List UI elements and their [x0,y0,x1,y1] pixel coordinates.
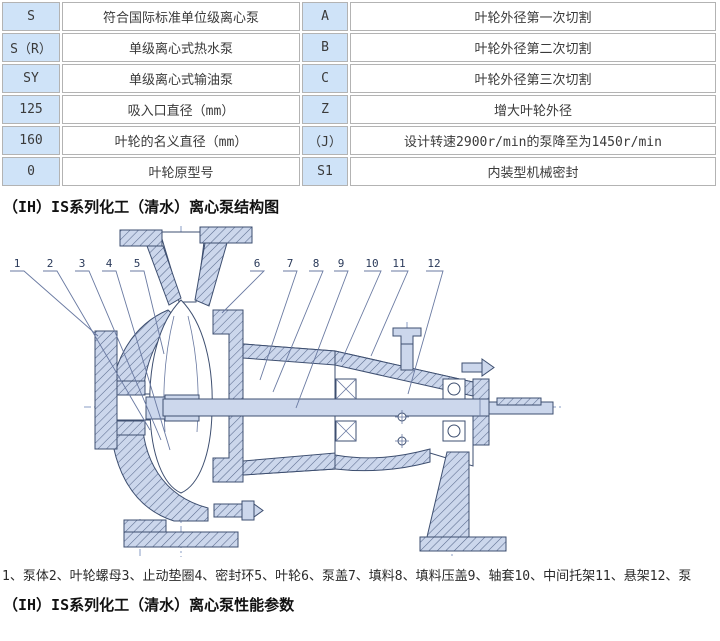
desc-cell: 叶轮外径第一次切割 [350,2,716,31]
pump-foot [123,519,239,548]
part-number-6: 6 [254,257,261,270]
desc-cell: 内装型机械密封 [350,157,716,186]
part-number-9: 9 [338,257,345,270]
parts-list-caption: 1、泵体2、叶轮螺母3、止动垫圈4、密封环5、叶轮6、泵盖7、填料8、填料压盖9… [2,569,692,584]
desc-cell: 叶轮原型号 [62,157,300,186]
leader-lines [10,270,444,451]
part-number-1: 1 [14,257,21,270]
desc-cell: 设计转速2900r/min的泵降至为1450r/min [350,126,716,155]
part-number-12: 12 [427,257,440,270]
desc-cell: 叶轮外径第三次切割 [350,64,716,93]
code-cell: SY [2,64,60,93]
part-number-2: 2 [47,257,54,270]
shaft-key [496,397,542,406]
code-cell: S1 [302,157,348,186]
part-number-10: 10 [365,257,378,270]
discharge-flange [119,226,253,307]
part-number-3: 3 [79,257,86,270]
structure-diagram-heading: （IH）IS系列化工（清水）离心泵结构图 [3,198,280,216]
part-number-5: 5 [134,257,141,270]
desc-cell: 叶轮的名义直径（mm） [62,126,300,155]
code-cell: 125 [2,95,60,124]
desc-cell: 单级离心式输油泵 [62,64,300,93]
code-cell: （J） [302,126,348,155]
part-number-8: 8 [313,257,320,270]
code-cell: B [302,33,348,62]
desc-cell: 吸入口直径（mm） [62,95,300,124]
part-number-11: 11 [392,257,405,270]
desc-cell: 叶轮外径第二次切割 [350,33,716,62]
part-number-4: 4 [106,257,113,270]
code-cell: S [2,2,60,31]
code-cell: A [302,2,348,31]
code-cell: 0 [2,157,60,186]
center-marks [395,410,409,448]
desc-cell: 符合国际标准单位级离心泵 [62,2,300,31]
pump-cover [212,309,244,483]
performance-params-heading: （IH）IS系列化工（清水）离心泵性能参数 [3,596,295,614]
code-cell: 160 [2,126,60,155]
oil-cup [392,327,422,371]
code-cell: Z [302,95,348,124]
code-cell: S（R） [2,33,60,62]
housing-bolt [461,358,495,377]
bearings [335,378,466,442]
part-number-7: 7 [287,257,294,270]
drain-plug [213,500,264,521]
support-foot [419,451,507,552]
impeller-nut [145,396,166,420]
code-cell: C [302,64,348,93]
desc-cell: 单级离心式热水泵 [62,33,300,62]
desc-cell: 增大叶轮外径 [350,95,716,124]
shaft [162,397,554,417]
